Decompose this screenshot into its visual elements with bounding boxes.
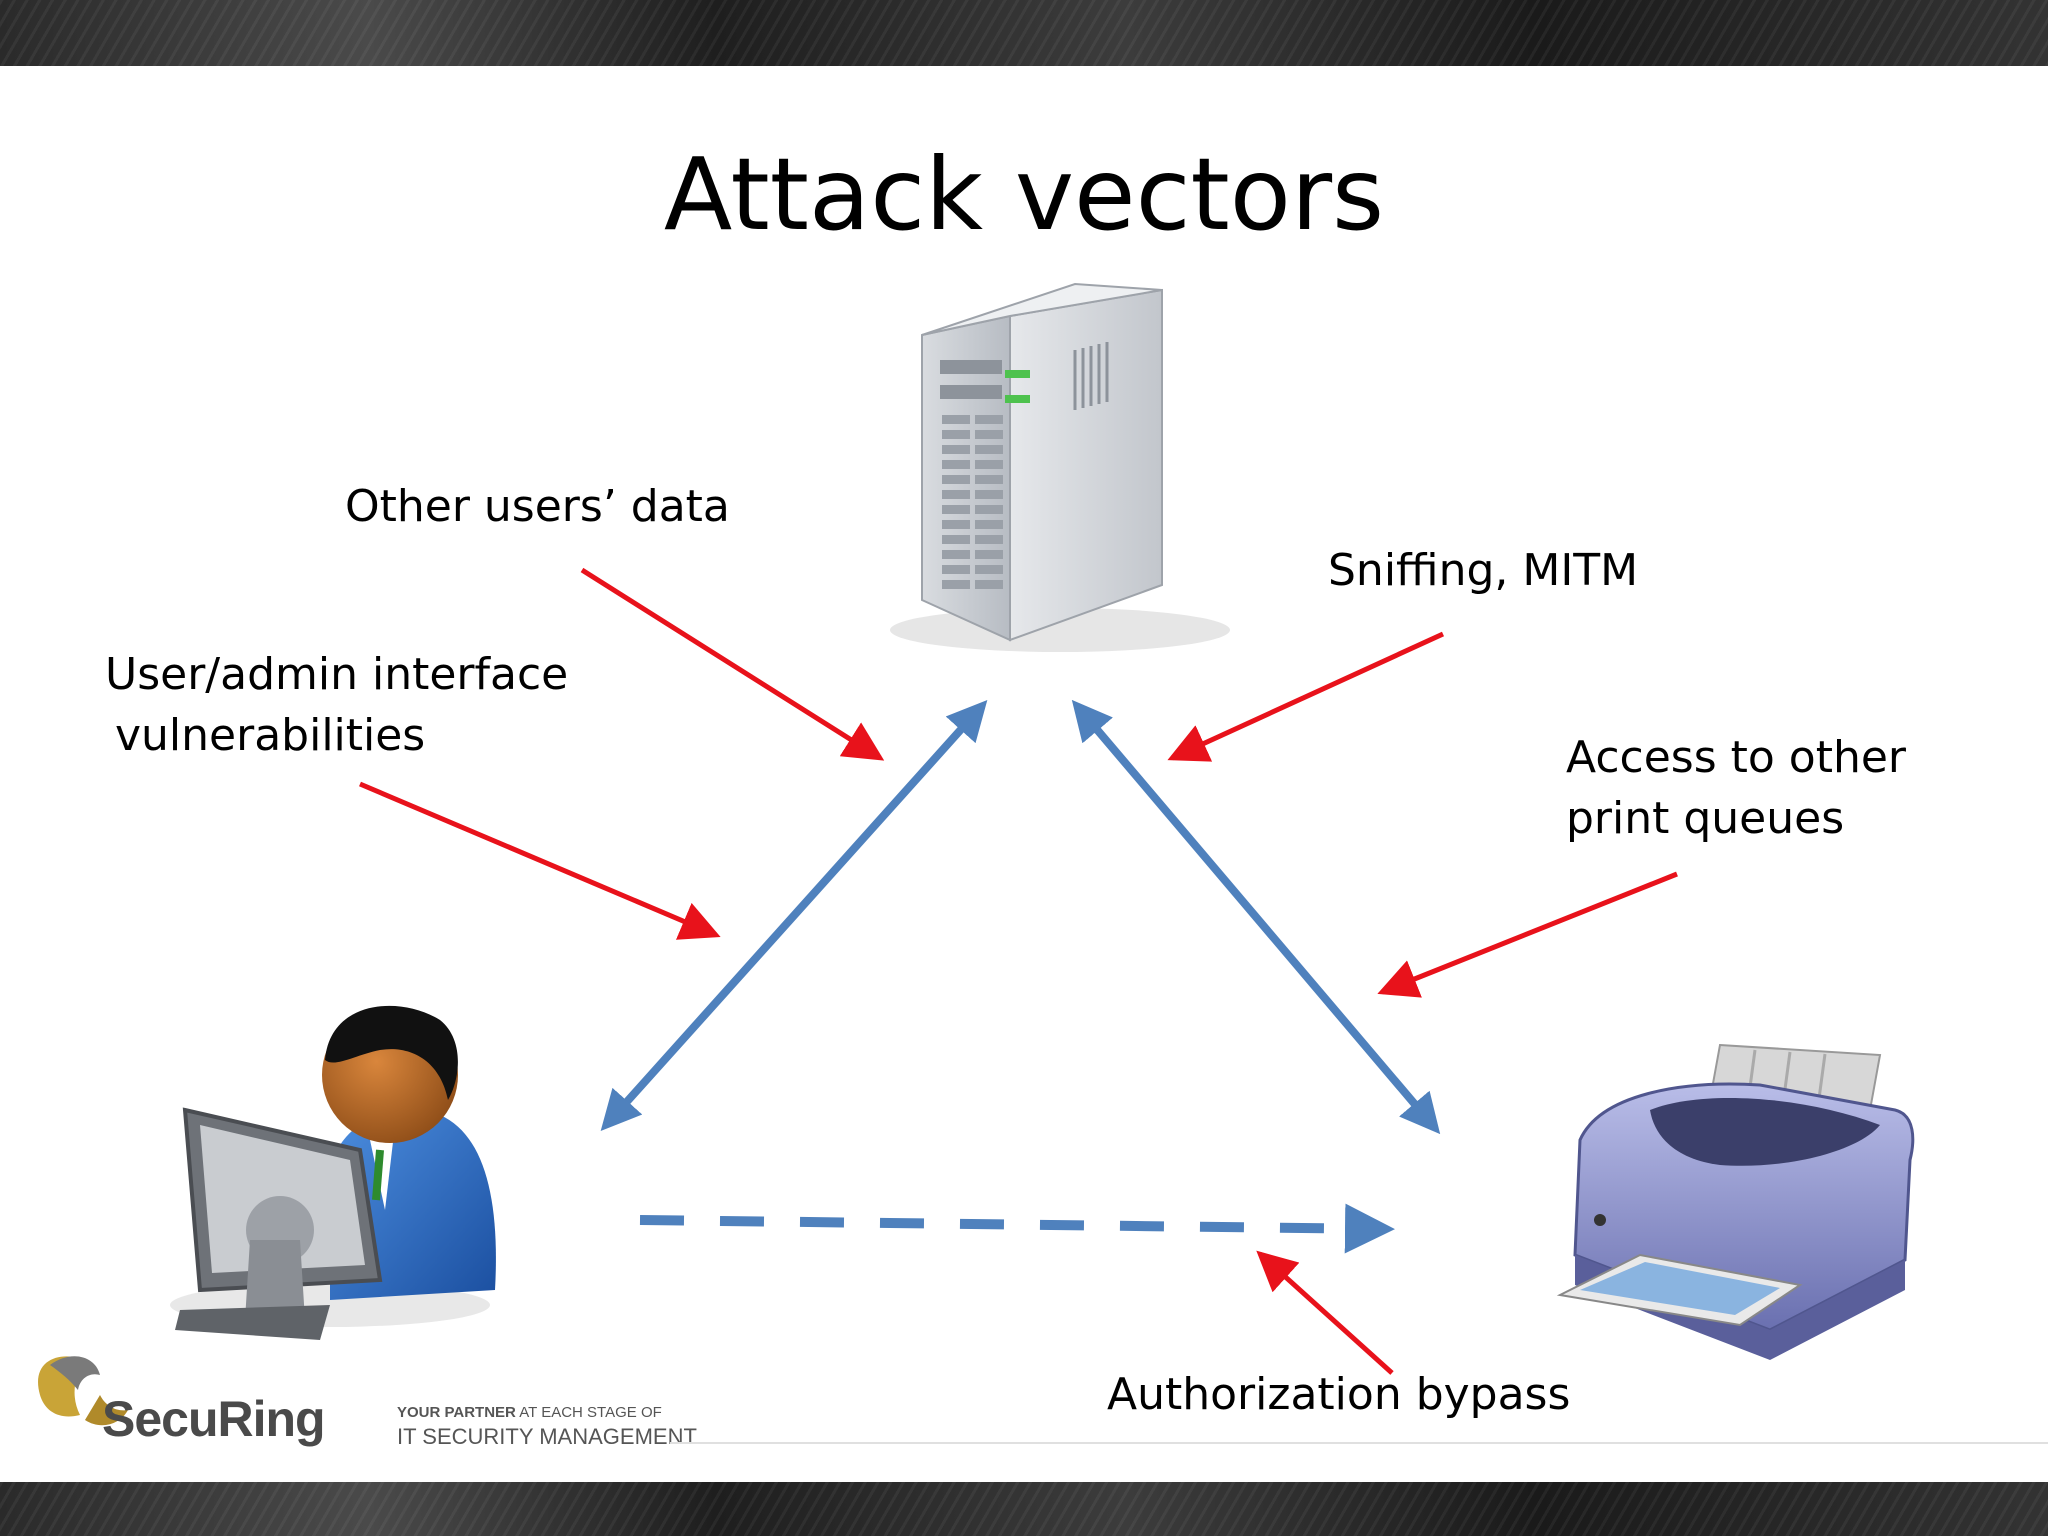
bottom-texture-band — [0, 1482, 2048, 1536]
attack-arrow-sniffing — [1167, 631, 1445, 762]
logo-tagline-line1: YOUR PARTNER AT EACH STAGE OF — [397, 1404, 662, 1421]
slide-title: Attack vectors — [663, 136, 1385, 253]
label-user-admin-line2: vulnerabilities — [115, 710, 426, 761]
logo-tagline-rest: AT EACH STAGE OF — [519, 1404, 662, 1421]
label-authorization-bypass: Authorization bypass — [1107, 1369, 1571, 1420]
label-user-admin-line1: User/admin interface — [105, 649, 569, 700]
logo-tagline-bold: YOUR PARTNER — [397, 1404, 516, 1421]
attack-arrow-user-admin — [359, 781, 721, 940]
user-at-computer-icon — [170, 1005, 496, 1340]
attack-arrow-other-users-data — [580, 567, 885, 761]
logo-tagline-line2: IT SECURITY MANAGEMENT — [397, 1424, 697, 1449]
label-sniffing-mitm: Sniffing, MITM — [1328, 545, 1639, 596]
label-other-users-data: Other users’ data — [345, 481, 730, 532]
printer-icon — [1556, 1043, 1915, 1360]
flow-arrow-user-server — [600, 700, 988, 1131]
flow-arrow-user-printer-dashed — [639, 1203, 1395, 1254]
top-texture-band — [0, 0, 2048, 66]
label-access-line1: Access to other — [1566, 732, 1906, 783]
logo-brand-name: SecuRing — [102, 1391, 326, 1447]
attack-arrow-authorization-bypass — [1256, 1250, 1394, 1375]
footer-divider — [670, 1442, 2048, 1444]
securing-logo-icon — [38, 1356, 128, 1426]
attack-arrow-print-queues — [1377, 871, 1678, 998]
label-access-line2: print queues — [1566, 793, 1845, 844]
flow-arrow-server-printer — [1071, 699, 1441, 1135]
server-icon — [890, 282, 1230, 652]
